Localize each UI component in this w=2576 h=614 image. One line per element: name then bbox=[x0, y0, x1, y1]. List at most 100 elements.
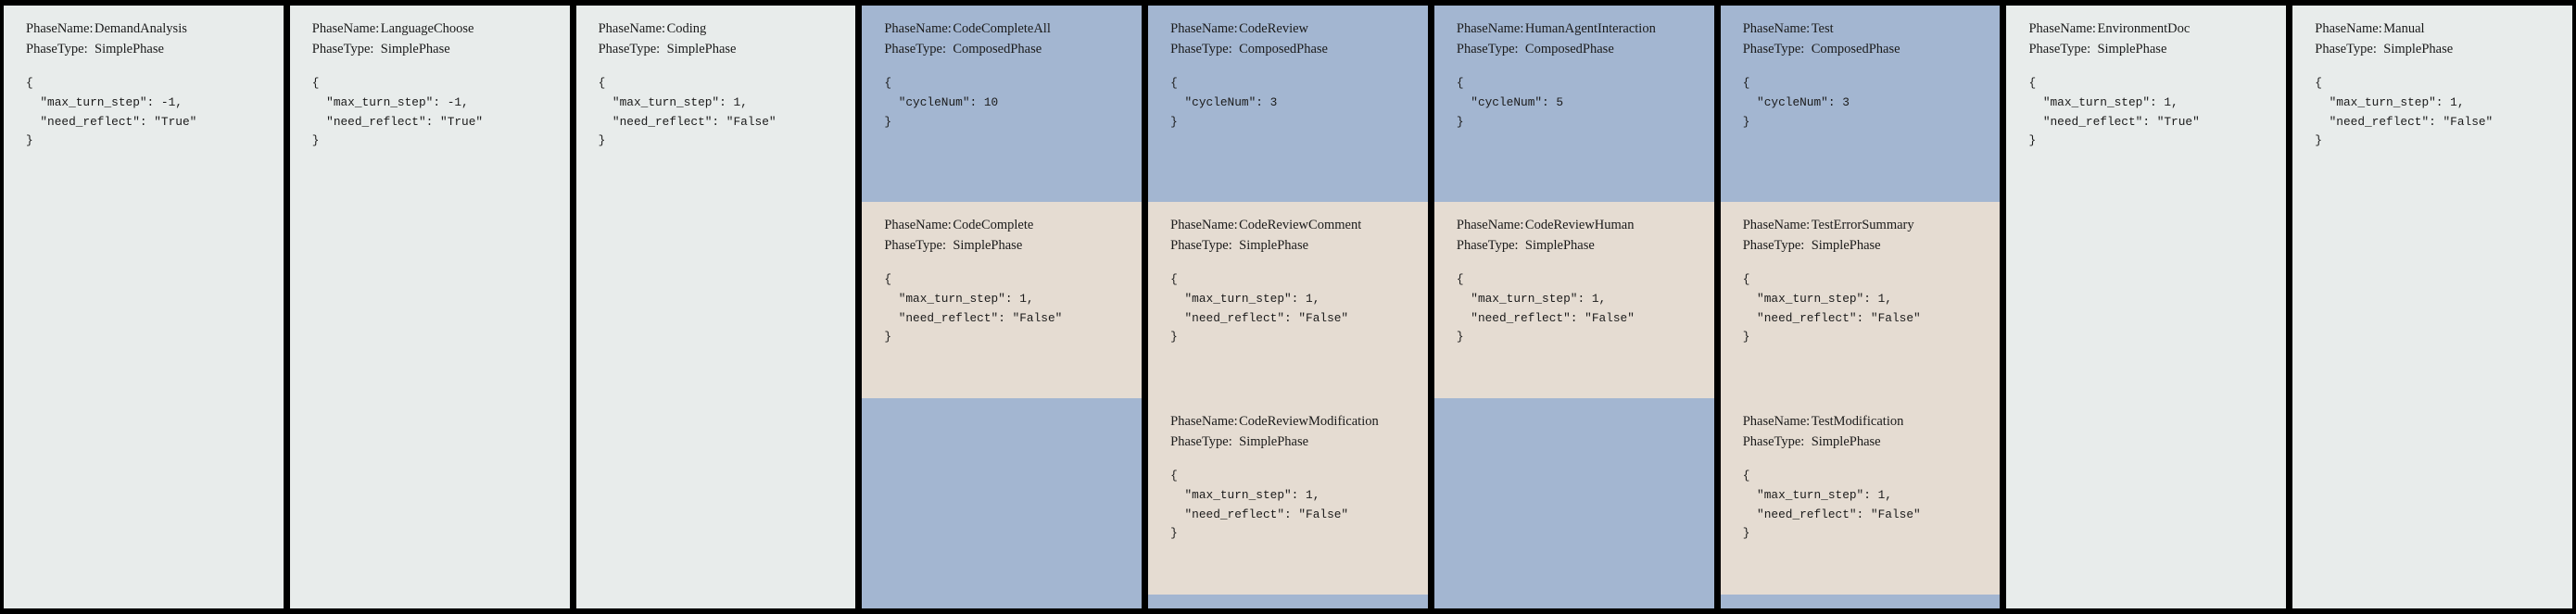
json-line: { bbox=[1742, 272, 1750, 287]
json-line: "max_turn_step": 1, bbox=[2315, 94, 2465, 109]
phase-name-value: LanguageChoose bbox=[380, 21, 474, 36]
json-line: "max_turn_step": 1, bbox=[1170, 487, 1320, 502]
phase-type-value: SimplePhase bbox=[1811, 434, 1881, 450]
json-line: { bbox=[2028, 76, 2037, 91]
json-line: } bbox=[311, 133, 320, 148]
phase-type-value: ComposedPhase bbox=[953, 42, 1042, 57]
phase-name-key: PhaseName: bbox=[1742, 218, 1811, 232]
phase-name-key-row: PhaseName:Test bbox=[1743, 19, 1986, 39]
json-line: "need_reflect": "False" bbox=[1742, 310, 1921, 325]
phase-type-key-row: PhaseType:SimplePhase bbox=[312, 39, 555, 59]
json-line: } bbox=[1456, 114, 1464, 129]
json-line: } bbox=[1742, 330, 1750, 345]
json-line: } bbox=[1170, 114, 1178, 129]
phase-name-key-row: PhaseName:CodeReview bbox=[1170, 19, 1413, 39]
phase-config-json: { "max_turn_step": 1, "need_reflect": "F… bbox=[884, 270, 1127, 347]
phase-name-key-row: PhaseName:EnvironmentDoc bbox=[2028, 19, 2271, 39]
json-line: "max_turn_step": 1, bbox=[1742, 487, 1892, 502]
json-line: { bbox=[1170, 272, 1178, 287]
json-line: "need_reflect": "False" bbox=[1170, 507, 1349, 521]
phase-name-key-row: PhaseName:LanguageChoose bbox=[312, 19, 555, 39]
json-line: "need_reflect": "True" bbox=[2028, 114, 2200, 129]
phase-name-key: PhaseName: bbox=[1170, 218, 1238, 232]
phase-config-json: { "cycleNum": 3} bbox=[1170, 74, 1413, 132]
phase-type-key-row: PhaseType:SimplePhase bbox=[1457, 235, 1699, 256]
phase-type-key: PhaseType: bbox=[2315, 42, 2377, 57]
json-line: "max_turn_step": -1, bbox=[26, 94, 183, 109]
composed-phase-filler bbox=[1720, 595, 2001, 608]
phase-config-json: { "max_turn_step": 1, "need_reflect": "T… bbox=[2028, 74, 2271, 151]
phase-name-key-row: PhaseName:CodeReviewComment bbox=[1170, 215, 1413, 235]
phase-type-key-row: PhaseType:ComposedPhase bbox=[1170, 39, 1413, 59]
phase-config-json: { "max_turn_step": -1, "need_reflect": "… bbox=[312, 74, 555, 151]
phase-type-key: PhaseType: bbox=[884, 42, 946, 57]
phase-type-key-row: PhaseType:SimplePhase bbox=[26, 39, 269, 59]
phase-config-json: { "max_turn_step": 1, "need_reflect": "F… bbox=[1457, 270, 1699, 347]
phase-name-value: Coding bbox=[666, 21, 707, 36]
phase-name-key-row: PhaseName:Coding bbox=[599, 19, 841, 39]
phase-type-key-row: PhaseType:ComposedPhase bbox=[1457, 39, 1699, 59]
json-line: "max_turn_step": 1, bbox=[1170, 291, 1320, 306]
phase-config-json: { "max_turn_step": 1, "need_reflect": "F… bbox=[2315, 74, 2557, 151]
phase-type-value: SimplePhase bbox=[1811, 238, 1881, 254]
phase-config-json: { "max_turn_step": 1, "need_reflect": "F… bbox=[599, 74, 841, 151]
phase-type-key: PhaseType: bbox=[1170, 434, 1232, 450]
json-line: { bbox=[26, 76, 33, 91]
json-line: "cycleNum": 3 bbox=[1170, 94, 1278, 109]
json-line: "need_reflect": "True" bbox=[26, 114, 197, 129]
phase-type-key-row: PhaseType:SimplePhase bbox=[1170, 432, 1413, 452]
json-line: } bbox=[884, 114, 892, 129]
json-line: "max_turn_step": 1, bbox=[1742, 291, 1892, 306]
phase-type-key: PhaseType: bbox=[1742, 42, 1805, 57]
phase-name-key: PhaseName: bbox=[2028, 21, 2096, 36]
phase-type-key: PhaseType: bbox=[1742, 238, 1805, 254]
composed-phase-filler bbox=[862, 398, 1143, 608]
phase-type-key: PhaseType: bbox=[1170, 238, 1232, 254]
phase-name-key-row: PhaseName:CodeCompleteAll bbox=[884, 19, 1127, 39]
phase-name-key: PhaseName: bbox=[2315, 21, 2382, 36]
phase-name-value: CodeCompleteAll bbox=[953, 21, 1051, 36]
phase-type-key: PhaseType: bbox=[884, 238, 946, 254]
json-line: } bbox=[2315, 133, 2322, 148]
json-line: "need_reflect": "False" bbox=[1456, 310, 1635, 325]
phase-type-key-row: PhaseType: SimplePhase bbox=[1743, 235, 1986, 256]
json-line: "need_reflect": "False" bbox=[1170, 310, 1349, 325]
json-line: "max_turn_step": 1, bbox=[1456, 291, 1607, 306]
phase-type-key-row: PhaseType: ComposedPhase bbox=[884, 39, 1127, 59]
phase-name-key: PhaseName: bbox=[884, 21, 952, 36]
phase-type-key: PhaseType: bbox=[2028, 42, 2091, 57]
json-line: { bbox=[1170, 76, 1178, 91]
json-line: { bbox=[1170, 469, 1178, 483]
phase-type-key: PhaseType: bbox=[1456, 42, 1519, 57]
json-line: { bbox=[884, 272, 892, 287]
json-line: "max_turn_step": 1, bbox=[2028, 94, 2178, 109]
phase-name-key: PhaseName: bbox=[1456, 21, 1524, 36]
phase-type-key-row: PhaseType:SimplePhase bbox=[2315, 39, 2557, 59]
json-line: { bbox=[1456, 76, 1464, 91]
phase-name-key: PhaseName: bbox=[1456, 218, 1524, 232]
